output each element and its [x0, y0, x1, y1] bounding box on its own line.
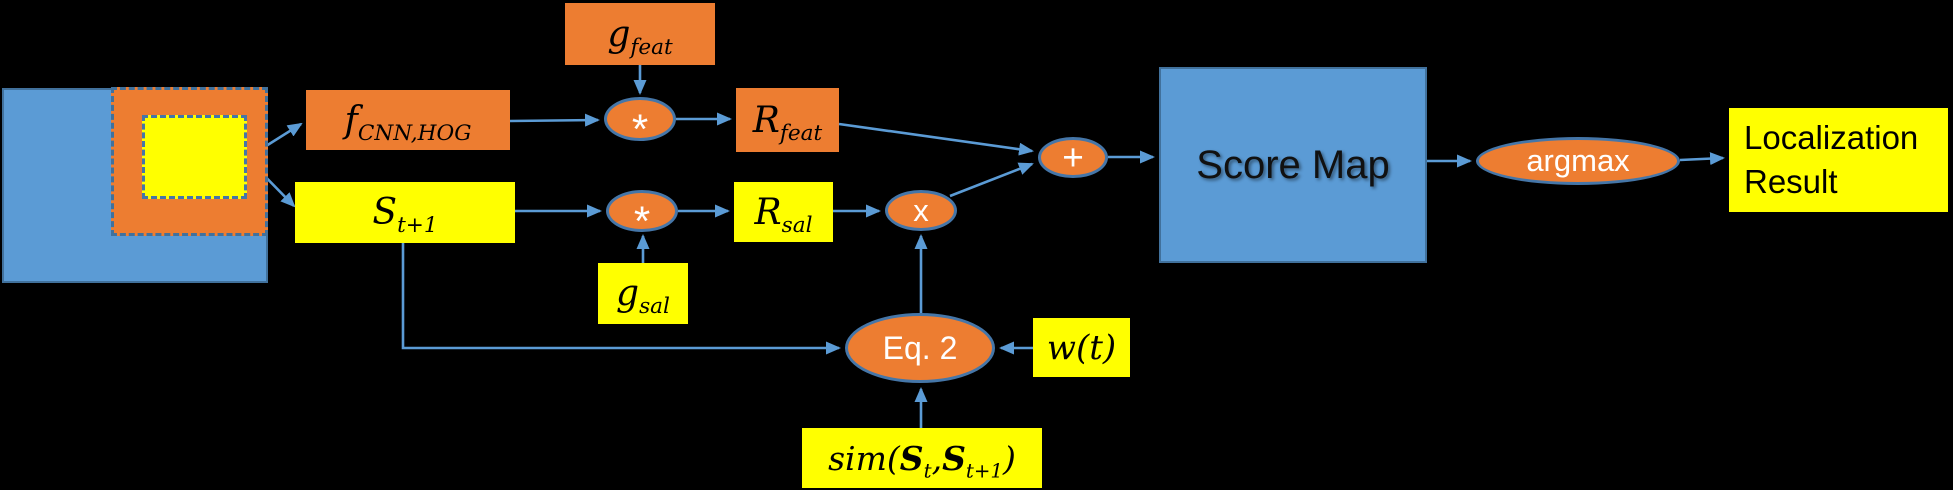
feature-extractor-box: fCNN,HOG — [306, 90, 510, 150]
multiply-symbol: x — [913, 192, 929, 228]
score-map-label: Score Map — [1196, 142, 1390, 187]
convolution-feat-symbol: * — [631, 105, 649, 153]
localization-result-line1: Localization — [1744, 119, 1919, 157]
saliency-input-box: St+1 — [295, 182, 515, 243]
gfeat-box: gfeat — [565, 3, 715, 65]
wt-box: w(t) — [1033, 318, 1130, 377]
rfeat-box: Rfeat — [736, 88, 839, 152]
similarity-box: sim(St,St+1) — [802, 428, 1042, 488]
gfeat-label: gfeat — [607, 13, 673, 60]
localization-result-label: Localization Result — [1729, 116, 1948, 203]
localization-result-line2: Result — [1744, 163, 1838, 200]
similarity-label: sim(St,St+1) — [828, 438, 1016, 483]
wt-label: w(t) — [1046, 327, 1117, 368]
target-bbox-rect — [142, 115, 247, 199]
add-ellipse: + — [1038, 137, 1108, 178]
arrow-feature-to-conv — [509, 113, 600, 127]
argmax-ellipse: argmax — [1476, 137, 1680, 185]
convolution-sal-symbol: * — [633, 197, 651, 245]
convolution-sal-ellipse: * — [606, 190, 678, 245]
eq2-ellipse: Eq. 2 — [845, 313, 995, 383]
feature-extractor-label: fCNN,HOG — [344, 99, 472, 146]
multiply-ellipse: x — [885, 190, 957, 231]
arrow-saliency-to-eq2 — [401, 243, 841, 355]
rsal-label: Rsal — [754, 191, 813, 238]
localization-result-box: Localization Result — [1729, 108, 1948, 212]
add-symbol: + — [1062, 136, 1084, 178]
saliency-input-label: St+1 — [372, 192, 438, 239]
rfeat-label: Rfeat — [752, 99, 823, 146]
arrow-argmax-to-result — [1679, 152, 1725, 166]
argmax-label: argmax — [1526, 143, 1630, 178]
convolution-feat-ellipse: * — [604, 97, 676, 153]
arrow-multiply-to-add — [949, 162, 1034, 198]
gsal-label: gsal — [616, 273, 670, 320]
gsal-box: gsal — [598, 263, 688, 324]
eq2-label: Eq. 2 — [882, 329, 958, 366]
score-map-box: Score Map — [1159, 67, 1427, 263]
rsal-box: Rsal — [734, 182, 833, 242]
arrow-rfeat-to-add — [838, 122, 1034, 156]
